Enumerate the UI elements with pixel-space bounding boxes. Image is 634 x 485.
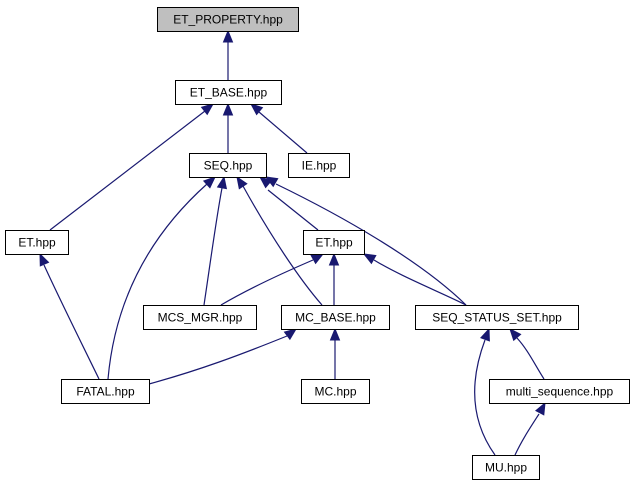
node-box[interactable]	[61, 379, 150, 404]
node-box[interactable]	[288, 153, 350, 178]
node-ie[interactable]: IE.hpp	[288, 153, 350, 178]
edge-mcs_mgr-to-seq	[203, 175, 228, 306]
edge-et_base-to-et_property	[222, 29, 234, 80]
node-label: IE.hpp	[302, 159, 337, 173]
node-multi-sequence[interactable]: multi_sequence.hpp	[489, 379, 630, 404]
arrowhead	[39, 252, 50, 267]
edge-et_left-to-et_base	[49, 103, 215, 231]
edge-line	[267, 189, 319, 231]
arrowhead	[509, 328, 522, 342]
node-et-mid[interactable]: ET.hpp	[303, 230, 365, 255]
edge-mu-to-multi_sequence	[514, 401, 546, 456]
edge-mcs_mgr-to-et_mid	[220, 253, 325, 306]
arrowhead	[222, 102, 234, 116]
node-box[interactable]	[472, 455, 540, 480]
node-label: MU.hpp	[485, 461, 527, 475]
edge-seq_status_set-to-et_mid	[362, 253, 467, 306]
node-seq[interactable]: SEQ.hpp	[189, 153, 267, 178]
arrowhead	[236, 175, 248, 190]
node-box[interactable]	[143, 305, 257, 330]
edge-mc-to-mc_base	[329, 327, 341, 379]
node-box[interactable]	[175, 80, 282, 105]
edge-line	[373, 259, 467, 306]
arrowhead	[202, 176, 216, 189]
arrowhead	[329, 327, 341, 341]
edge-mu-to-seq_status_set	[474, 327, 496, 456]
node-box[interactable]	[281, 305, 390, 330]
edge-line	[43, 264, 100, 380]
edge-line	[203, 187, 223, 306]
node-label: multi_sequence.hpp	[506, 385, 614, 399]
edge-seq_status_set-to-seq	[264, 176, 467, 306]
node-box[interactable]	[303, 230, 365, 255]
edge-seq-to-et_base	[222, 102, 234, 153]
node-et-property[interactable]: ET_PROPERTY.hpp	[157, 7, 299, 32]
arrowhead	[264, 176, 279, 188]
node-box[interactable]	[5, 230, 69, 255]
node-fatal[interactable]: FATAL.hpp	[61, 379, 150, 404]
edge-line	[242, 185, 323, 306]
node-label: SEQ.hpp	[204, 159, 253, 173]
node-label: FATAL.hpp	[76, 385, 135, 399]
edge-mc_base-to-et_mid	[328, 252, 340, 305]
edge-fatal-to-et_left	[39, 252, 100, 380]
node-mcs-mgr[interactable]: MCS_MGR.hpp	[143, 305, 257, 330]
edge-line	[49, 110, 206, 231]
arrowhead	[480, 327, 490, 342]
arrowhead	[249, 103, 264, 116]
edge-line	[148, 335, 288, 385]
edge-fatal-to-mc_base	[148, 328, 298, 385]
node-seq-status-set[interactable]: SEQ_STATUS_SET.hpp	[415, 305, 579, 330]
node-label: MC.hpp	[314, 385, 356, 399]
arrowhead	[535, 401, 546, 416]
node-label: MCS_MGR.hpp	[158, 311, 243, 325]
arrowhead	[222, 29, 234, 43]
node-label: SEQ_STATUS_SET.hpp	[432, 311, 562, 325]
edge-line	[275, 183, 467, 306]
edge-mc_base-to-seq	[236, 175, 323, 306]
node-label: ET.hpp	[315, 236, 353, 250]
arrowhead	[362, 253, 377, 265]
edge-ie-to-et_base	[249, 103, 308, 154]
node-et-base[interactable]: ET_BASE.hpp	[175, 80, 282, 105]
node-mc-base[interactable]: MC_BASE.hpp	[281, 305, 390, 330]
arrowhead	[200, 103, 215, 116]
node-box[interactable]	[157, 7, 299, 32]
edge-et_mid-to-seq	[258, 176, 319, 231]
edge-line	[474, 339, 496, 456]
node-label: MC_BASE.hpp	[295, 311, 376, 325]
arrowhead	[310, 253, 325, 265]
edge-line	[220, 259, 314, 306]
arrowhead	[283, 328, 298, 341]
arrowhead	[328, 252, 340, 266]
node-label: ET.hpp	[18, 236, 56, 250]
node-mu[interactable]: MU.hpp	[472, 455, 540, 480]
node-et-left[interactable]: ET.hpp	[5, 230, 69, 255]
node-label: ET_PROPERTY.hpp	[173, 13, 283, 27]
edge-multi_sequence-to-seq_status_set	[509, 328, 545, 380]
node-box[interactable]	[415, 305, 579, 330]
node-label: ET_BASE.hpp	[190, 86, 268, 100]
arrowhead	[258, 176, 273, 189]
edge-line	[516, 337, 545, 380]
node-box[interactable]	[301, 379, 370, 404]
edge-fatal-to-seq	[107, 176, 216, 380]
edge-line	[107, 183, 208, 380]
edge-line	[514, 413, 540, 456]
node-mc[interactable]: MC.hpp	[301, 379, 370, 404]
node-box[interactable]	[489, 379, 630, 404]
edge-line	[258, 111, 308, 154]
arrowhead	[216, 175, 228, 190]
edges-layer	[39, 29, 546, 456]
node-box[interactable]	[189, 153, 267, 178]
